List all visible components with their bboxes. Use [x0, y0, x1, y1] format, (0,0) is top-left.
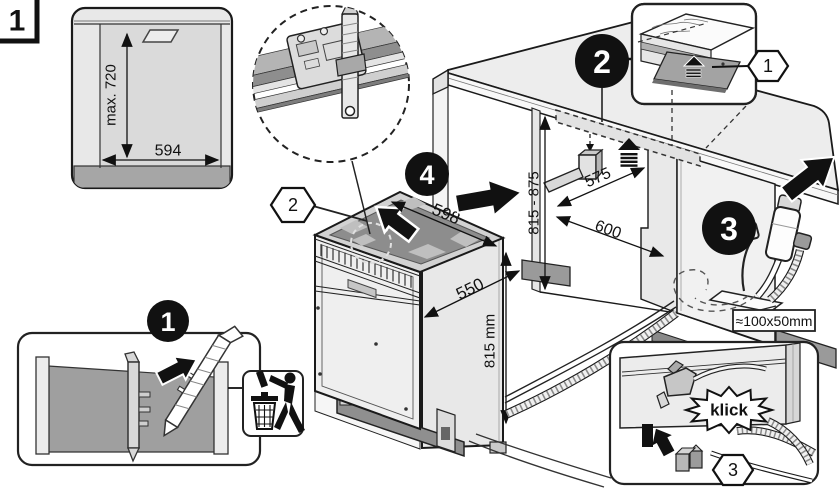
dim-max-720-label: max. 720 [103, 64, 120, 126]
person-torso [284, 384, 295, 404]
connector-block [674, 444, 704, 472]
svg-text:815 mm: 815 mm [482, 314, 499, 368]
door-handle [347, 278, 377, 299]
svg-text:2: 2 [593, 44, 611, 80]
step-badge-1: 1 [147, 300, 189, 342]
svg-text:600: 600 [593, 217, 624, 242]
dim-594-label: 594 [155, 143, 182, 160]
step-badge-2: 2 [575, 34, 637, 88]
floor-edge [539, 291, 777, 348]
step-badge-3: 3 [702, 201, 756, 255]
control-panel-ticks [320, 244, 412, 288]
person-head [284, 372, 296, 384]
svg-text:2: 2 [288, 195, 298, 215]
cutout-size-label: ≈100x50mm [732, 309, 816, 332]
insert-arrow [652, 428, 675, 457]
strap-clamp [335, 53, 367, 77]
floor-hose-lines [468, 433, 612, 488]
svg-text:1: 1 [160, 307, 175, 337]
push-right-arrow [453, 178, 524, 218]
svg-text:klick: klick [710, 401, 748, 420]
svg-text:3: 3 [728, 460, 738, 480]
svg-text:≈100x50mm: ≈100x50mm [736, 313, 813, 329]
remove-arrow [154, 355, 199, 387]
connection-hoses [741, 194, 813, 304]
dishwasher: 598 550 815 mm [312, 190, 521, 458]
counter-protection-detail-box: 1 [630, 2, 790, 149]
strap-hole [344, 105, 356, 117]
disposal-icon [251, 370, 305, 433]
bracket-detail-circle [252, 5, 410, 163]
hidden-hose-loop-inner [694, 295, 749, 306]
bracket-slot [441, 427, 450, 440]
hex-callout-2: 2 [269, 186, 317, 224]
handle-cutout [141, 29, 180, 43]
svg-text:4: 4 [419, 160, 434, 190]
dim-815-875: 815 - 875 [526, 115, 551, 291]
counter-rail [253, 19, 409, 115]
control-panel-lines [314, 238, 421, 306]
hex2-leader [312, 205, 368, 222]
figure-number: 1 [9, 5, 26, 38]
person-leg [289, 402, 305, 433]
person-arm [269, 375, 288, 389]
dim-max-720: max. 720 [103, 32, 133, 159]
disposal-box [242, 370, 305, 437]
niche-opening [100, 24, 221, 168]
hex-callout-3: 3 [711, 453, 755, 487]
bracket-bolt [319, 27, 329, 36]
water-connector [656, 360, 767, 409]
hidden-hose-loop [673, 269, 756, 312]
latch-slot [642, 424, 653, 447]
panel-hoses [710, 417, 817, 484]
plate-arrow-icon [682, 55, 706, 78]
left-plinth-block [521, 259, 571, 287]
klick-starburst [682, 385, 776, 435]
hex1-leader [711, 65, 749, 68]
protective-strip-icon [618, 138, 640, 167]
niche-dimension-panel: max. 720 594 [70, 6, 234, 190]
hex-callout-1: 1 [746, 49, 790, 83]
left-post [35, 356, 50, 455]
transport-bracket-removal-panel: 1 [16, 300, 305, 467]
detail-circle-leader [351, 160, 371, 235]
plinth [73, 165, 231, 188]
detail-projection-lines [671, 90, 747, 149]
drain-hose-cap [792, 232, 813, 250]
step-badge-4: 4 [405, 152, 449, 196]
dim-815mm: 815 mm [482, 251, 512, 425]
svg-text:3: 3 [720, 211, 738, 247]
hose-connection-panel: klick 3 [608, 340, 820, 487]
floor-hoses [468, 300, 679, 488]
door-outline [321, 244, 414, 420]
svg-text:1: 1 [763, 56, 773, 76]
bracket-bolt [296, 34, 306, 43]
sealing-strip [555, 108, 701, 168]
removed-transport-bracket [163, 325, 244, 438]
right-post [213, 361, 229, 455]
niche-right-partition [640, 144, 678, 315]
push-in-arrow [779, 155, 836, 203]
figure-marker-border [0, 0, 40, 44]
hammer-handle [543, 167, 584, 193]
klick-callout: klick [682, 385, 776, 435]
installed-transport-bracket [124, 351, 151, 463]
cabinet-interior [73, 20, 231, 188]
base-bar [336, 397, 465, 458]
svg-text:815 - 875: 815 - 875 [526, 171, 543, 234]
figure-marker: 1 [0, 0, 40, 44]
person-leg [274, 402, 288, 430]
dim-594: 594 [101, 143, 220, 166]
